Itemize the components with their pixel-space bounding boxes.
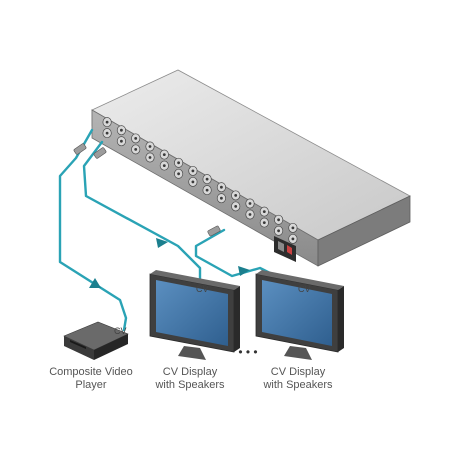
bnc-connector-pin: [291, 226, 295, 230]
bnc-connector-pin: [262, 210, 266, 214]
bnc-connector-pin: [105, 120, 109, 124]
display-2-caption-line-1: CV Display: [270, 366, 326, 378]
bnc-connector-pin: [205, 177, 209, 181]
cv-label-player: CV: [114, 326, 127, 336]
display-1-caption-line-1: CV Display: [162, 366, 218, 378]
bnc-connector-pin: [148, 145, 152, 148]
bnc-connector-pin: [234, 194, 238, 197]
cable-player-input: [58, 128, 128, 332]
bnc-connector-pin: [177, 172, 181, 176]
bnc-connector-pin: [248, 213, 252, 216]
display-1-caption: CV Display with Speakers: [140, 366, 240, 392]
bnc-connector-pin: [134, 137, 138, 140]
cable-output-1: [82, 140, 202, 292]
player-caption: Composite Video Player: [36, 366, 146, 392]
display-2-caption: CV Display with Speakers: [248, 366, 348, 392]
more-displays-ellipsis: • • •: [238, 345, 258, 359]
bnc-connector-pin: [191, 169, 195, 173]
cable-plug-group: [73, 143, 221, 237]
monitor-icon: [149, 270, 240, 360]
bnc-connector-pin: [205, 188, 209, 192]
player-caption-line-2: Player: [75, 379, 107, 391]
bnc-connector-pin: [277, 229, 280, 233]
bnc-connector-pin: [220, 196, 223, 200]
bnc-connector-pin: [148, 156, 152, 159]
dvd-player-icon: [63, 321, 129, 360]
cv-label-display-1: CV: [196, 284, 209, 294]
arrow-up-icon: [89, 278, 101, 288]
bnc-connector-pin: [162, 153, 166, 157]
player-caption-line-1: Composite Video: [49, 366, 133, 378]
bnc-connector-pin: [105, 131, 109, 135]
display-2-caption-line-2: with Speakers: [263, 379, 333, 391]
bnc-connector-pin: [134, 148, 138, 151]
arrow-right-icon: [156, 238, 168, 248]
bnc-connector-pin: [162, 164, 166, 168]
bnc-connector-pin: [248, 202, 252, 205]
cv-label-display-2: CV: [298, 284, 311, 294]
bnc-connector-row: [102, 117, 298, 244]
arrow-right-icon: [238, 266, 250, 276]
distribution-amplifier-rack-icon: [91, 69, 411, 267]
bnc-connector-pin: [277, 218, 280, 222]
bnc-connector-pin: [177, 161, 181, 165]
display-1-caption-line-2: with Speakers: [155, 379, 225, 391]
monitor-icon: [255, 270, 344, 360]
bnc-connector-pin: [120, 128, 123, 132]
bnc-connector-pin: [234, 205, 238, 208]
bnc-connector-pin: [291, 237, 295, 241]
bnc-connector-pin: [120, 139, 123, 143]
bnc-connector-pin: [262, 221, 266, 225]
bnc-connector-pin: [220, 185, 223, 189]
signal-arrow-group: [89, 238, 250, 288]
bnc-connector-pin: [191, 180, 195, 184]
